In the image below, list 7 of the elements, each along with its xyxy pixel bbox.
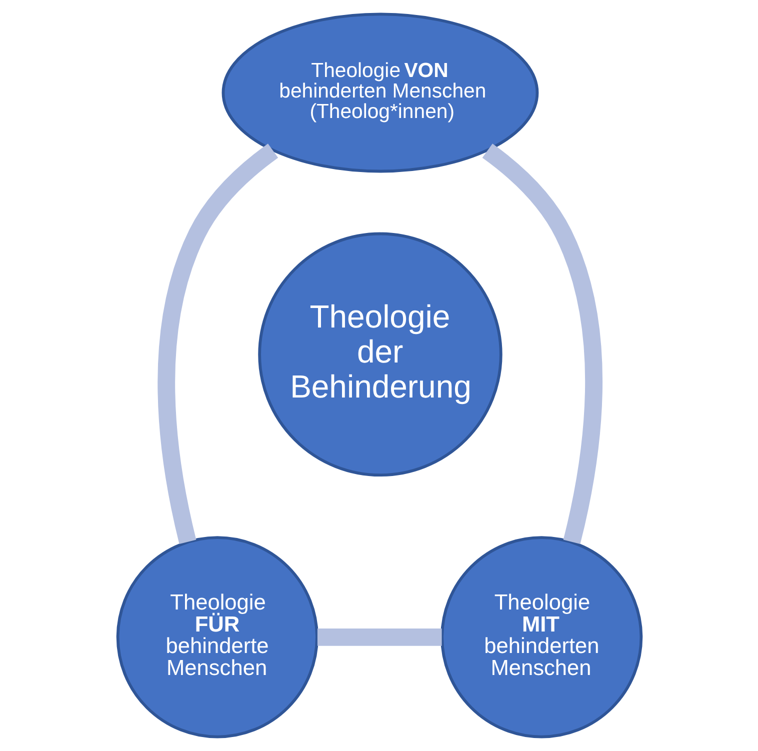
node-circle: Theologie der Behinderung [258,232,502,477]
node-circle: Theologie MIT behinderten Menschen [440,536,642,738]
connector [482,144,602,544]
connector [157,144,278,544]
connector [316,628,442,646]
node-circle: Theologie FÜR behinderte Menschen [116,536,318,738]
node-ellipse: Theologie VON behinderten Menschen (Theolog*innen) [221,12,538,173]
